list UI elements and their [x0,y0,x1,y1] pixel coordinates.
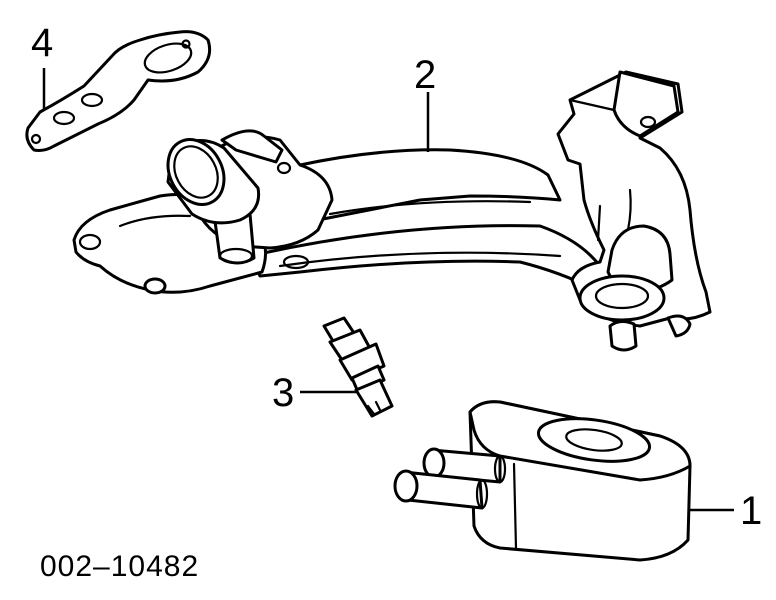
callout-label-4: 4 [31,21,53,65]
callout-label-2: 2 [414,53,436,97]
oil-cooler-part-1 [393,400,692,562]
callout-label-1: 1 [740,489,762,533]
gasket-part-4 [25,30,212,152]
pressure-sender-part-3 [322,316,394,418]
callout-label-3: 3 [272,371,294,415]
tube-assembly-part-2 [72,70,712,352]
diagram-reference-code: 002–10482 [40,550,199,583]
